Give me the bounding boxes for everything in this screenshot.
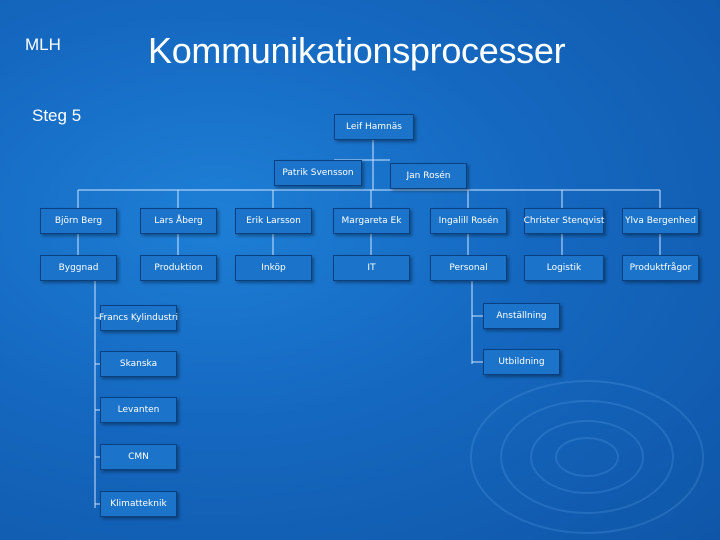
org-node-person: Björn Berg	[40, 208, 117, 234]
org-node-department: Logistik	[524, 255, 604, 281]
org-node-department: Personal	[430, 255, 507, 281]
ripple-decoration	[470, 380, 704, 534]
org-node-hr-item: Anställning	[483, 303, 560, 329]
org-node-manager: Patrik Svensson	[274, 160, 362, 186]
org-node-person: Erik Larsson	[235, 208, 312, 234]
org-node-person: Lars Åberg	[140, 208, 217, 234]
org-node-person: Ingalill Rosén	[430, 208, 507, 234]
corner-label: MLH	[25, 35, 61, 54]
org-node-department: IT	[333, 255, 410, 281]
step-label: Steg 5	[32, 106, 82, 125]
org-node-department: Produktfrågor	[622, 255, 699, 281]
ripple-decoration	[500, 400, 674, 514]
org-node-person: Ylva Bergenhed	[622, 208, 699, 234]
org-node-supplier: Skanska	[100, 351, 177, 377]
org-node-supplier: Levanten	[100, 397, 177, 423]
page-title: Kommunikationsprocesser	[148, 30, 566, 71]
org-node-person: Margareta Ek	[333, 208, 410, 234]
org-node-person: Christer Stenqvist	[524, 208, 604, 234]
org-node-hr-item: Utbildning	[483, 349, 560, 375]
org-node-supplier: CMN	[100, 444, 177, 470]
ripple-decoration	[530, 420, 644, 494]
org-node-department: Produktion	[140, 255, 217, 281]
ripple-decoration	[555, 437, 619, 477]
org-node-top: Leif Hamnäs	[334, 114, 414, 140]
org-node-manager: Jan Rosén	[390, 163, 467, 189]
org-node-supplier: Klimatteknik	[100, 491, 177, 517]
org-node-department: Byggnad	[40, 255, 117, 281]
org-node-department: Inköp	[235, 255, 312, 281]
org-node-supplier: Francs Kylindustri	[99, 305, 178, 331]
